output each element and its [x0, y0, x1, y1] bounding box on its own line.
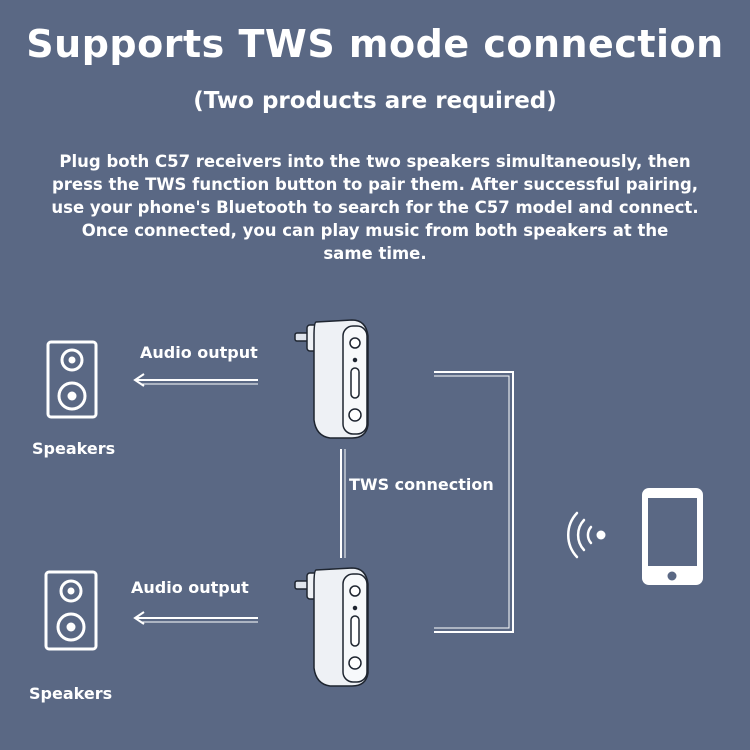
speaker-icon: [46, 340, 98, 419]
tws-connection-label: TWS connection: [349, 475, 494, 494]
description-line: use your phone's Bluetooth to search for…: [51, 198, 699, 217]
description-line: Once connected, you can play music from …: [81, 221, 669, 240]
description-line: same time.: [323, 244, 427, 263]
description: Plug both C57 receivers into the two spe…: [12, 150, 738, 265]
wireless-signal-icon: [567, 511, 606, 559]
audio-output-label: Audio output: [131, 578, 249, 597]
bluetooth-receiver-icon: [294, 567, 369, 687]
page-title: Supports TWS mode connection: [26, 22, 724, 66]
bluetooth-receiver-icon: [294, 319, 369, 439]
arrow-left-icon: [133, 373, 258, 387]
arrow-left-icon: [133, 611, 258, 625]
speakers-label: Speakers: [29, 684, 113, 703]
speaker-icon: [44, 570, 98, 651]
page-subtitle: (Two products are required): [193, 88, 557, 114]
description-line: Plug both C57 receivers into the two spe…: [59, 152, 691, 171]
description-line: press the TWS function button to pair th…: [51, 175, 699, 194]
speakers-label: Speakers: [32, 439, 116, 458]
tws-link-line: [340, 449, 346, 558]
audio-output-label: Audio output: [140, 343, 258, 362]
connection-bracket: [434, 371, 514, 633]
smartphone-icon: [642, 488, 703, 585]
